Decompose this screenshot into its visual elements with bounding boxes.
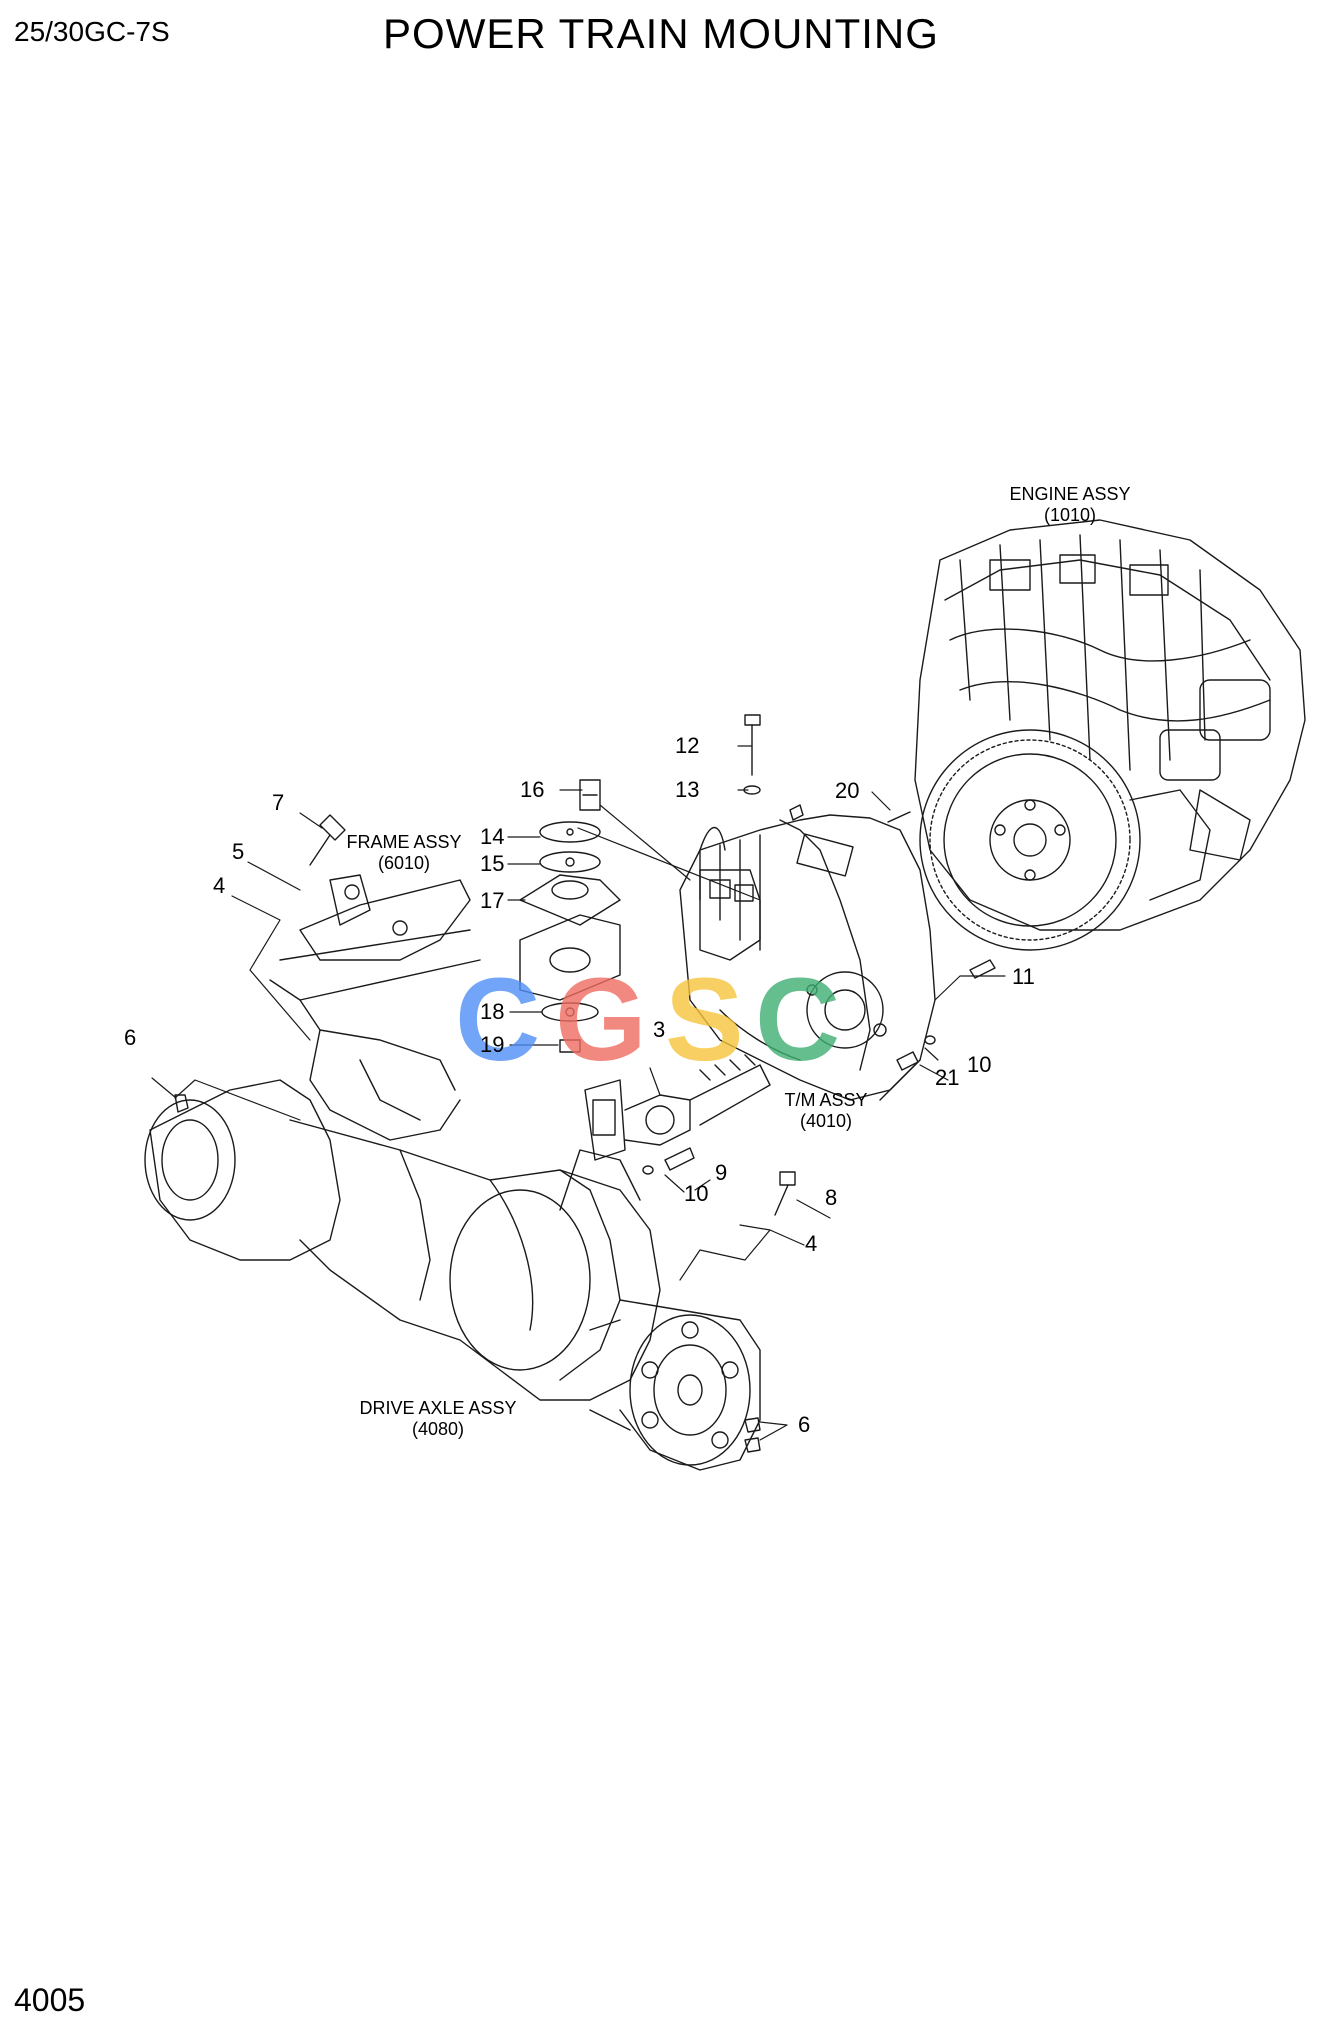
callout-15: 15 <box>480 851 505 876</box>
tm-assy-code: (4010) <box>799 1111 853 1131</box>
callout-10-shaft: 10 <box>684 1181 709 1206</box>
callout-3: 3 <box>653 1017 666 1042</box>
frame-assy-label: FRAME ASSY (6010) <box>346 832 461 874</box>
callout-20: 20 <box>835 778 860 803</box>
callout-19: 19 <box>480 1032 505 1057</box>
tm-assy-name: T/M ASSY <box>784 1090 868 1110</box>
callout-6-left: 6 <box>124 1025 137 1050</box>
callout-9: 9 <box>715 1160 728 1185</box>
callout-6-right: 6 <box>798 1412 811 1437</box>
drive-axle-assembly-drawing <box>144 1079 761 1471</box>
callout-11: 11 <box>1012 964 1035 989</box>
engine-assy-name: ENGINE ASSY <box>1009 484 1131 504</box>
watermark-letter-s: S <box>665 954 744 1086</box>
callout-16: 16 <box>520 777 545 802</box>
callout-18: 18 <box>480 999 505 1024</box>
watermark-letter-c1: C <box>455 954 540 1086</box>
propeller-shaft-drawing <box>584 1054 771 1161</box>
callout-leaders <box>151 745 1006 1441</box>
callout-13: 13 <box>675 777 700 802</box>
cgsc-watermark: C G S C <box>455 954 840 1086</box>
frame-assy-code: (6010) <box>377 853 431 873</box>
callout-14: 14 <box>480 824 505 849</box>
watermark-letter-c2: C <box>755 954 840 1086</box>
engine-assy-code: (1010) <box>1043 505 1097 525</box>
drive-axle-assy-code: (4080) <box>411 1419 465 1439</box>
page-title: POWER TRAIN MOUNTING <box>383 10 939 57</box>
drive-axle-assy-label: DRIVE AXLE ASSY (4080) <box>359 1398 516 1440</box>
callout-7: 7 <box>272 790 285 815</box>
engine-assembly-drawing <box>914 519 1306 951</box>
callout-17: 17 <box>480 888 505 913</box>
callout-8: 8 <box>825 1185 838 1210</box>
model-code: 25/30GC-7S <box>14 16 170 47</box>
frame-assembly-drawing <box>269 874 481 1141</box>
transmission-assembly-drawing <box>679 814 936 1101</box>
engine-assy-label: ENGINE ASSY (1010) <box>1009 484 1130 526</box>
callout-12: 12 <box>675 733 700 758</box>
drive-axle-assy-name: DRIVE AXLE ASSY <box>359 1398 517 1418</box>
callout-4-frame: 4 <box>213 873 226 898</box>
callout-5: 5 <box>232 839 245 864</box>
callout-4-axle: 4 <box>805 1231 818 1256</box>
frame-assy-name: FRAME ASSY <box>346 832 462 852</box>
callout-21: 21 <box>935 1065 960 1090</box>
tm-assy-label: T/M ASSY (4010) <box>784 1090 867 1132</box>
watermark-letter-g: G <box>555 954 647 1086</box>
engine-mount-parts-drawing <box>174 714 996 1453</box>
page-number: 4005 <box>14 1982 86 2018</box>
callout-10-tm: 10 <box>967 1052 992 1077</box>
